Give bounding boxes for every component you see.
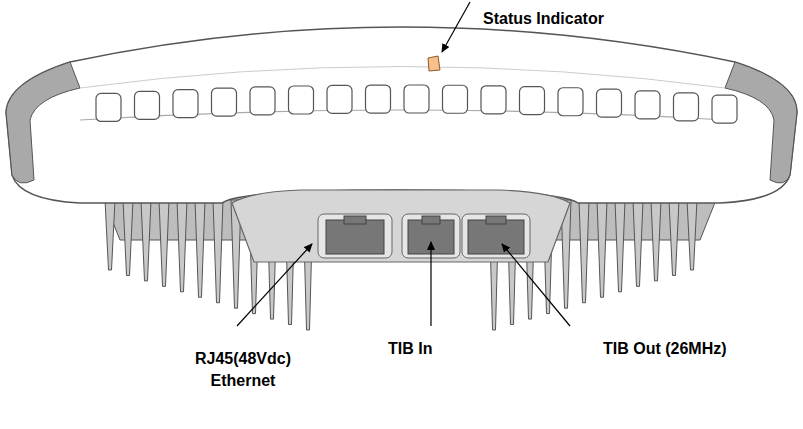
leader-line	[442, 2, 470, 52]
callout-label: RJ45(48Vdc) Ethernet	[178, 348, 308, 392]
vent-holes	[96, 85, 737, 123]
status-led	[428, 56, 440, 71]
leader-line	[430, 242, 431, 326]
callout-label: TIB Out (26MHz)	[603, 338, 783, 360]
rj45-port	[318, 214, 392, 258]
corner-cap	[725, 62, 797, 183]
tib-out-port	[462, 214, 530, 258]
callout-label: TIB In	[388, 338, 468, 360]
corner-cap	[6, 62, 80, 183]
device-housing	[6, 27, 797, 203]
leader-line	[237, 244, 312, 326]
leader-line	[502, 244, 570, 326]
callout-label: Status Indicator	[483, 8, 658, 30]
port-recess	[232, 190, 570, 262]
housing-contour	[80, 67, 725, 89]
